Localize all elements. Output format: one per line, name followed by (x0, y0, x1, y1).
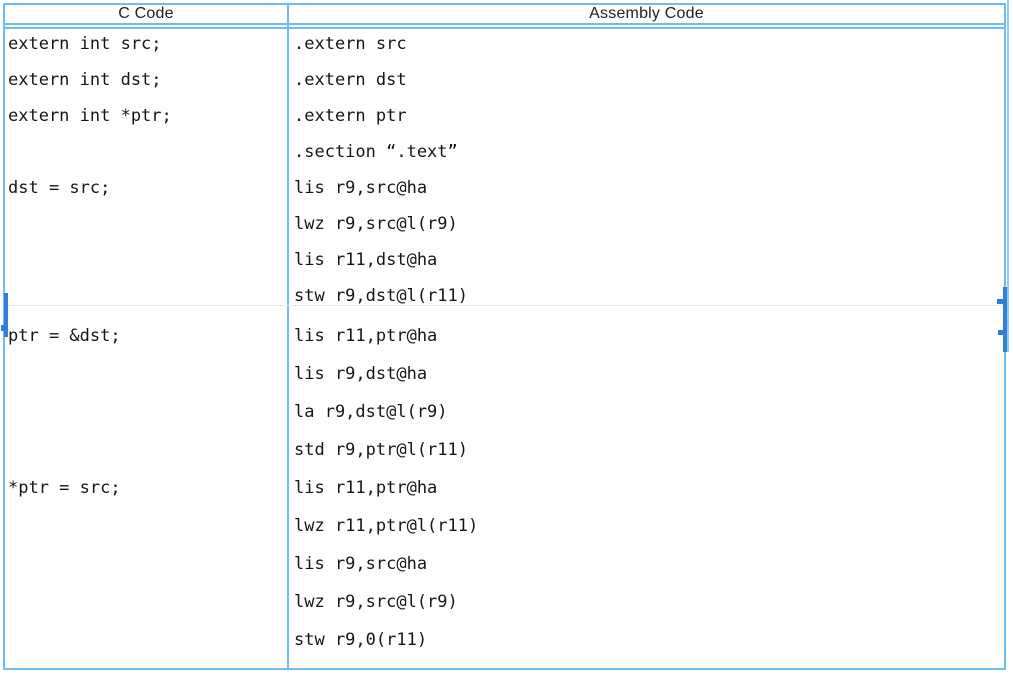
code-line: *ptr = src; (8, 478, 121, 498)
code-line: lis r9,dst@ha (294, 364, 428, 384)
code-line: lwz r9,src@l(r9) (294, 214, 458, 234)
code-line: ptr = &dst; (8, 326, 121, 346)
code-line: lwz r11,ptr@l(r11) (294, 516, 479, 536)
table-header-row: C Code Assembly Code (5, 5, 1004, 25)
cell-c-code-row1[interactable]: extern int src; extern int dst; extern int… (5, 29, 289, 305)
cell-assembly-row2[interactable]: lis r11,ptr@ha lis r9,dst@ha la r9,dst@l(r… (289, 306, 1004, 668)
code-line: std r9,ptr@l(r11) (294, 440, 468, 460)
column-header-assembly-code[interactable]: Assembly Code (289, 5, 1004, 23)
table-row-1: extern int src; extern int dst; extern int… (5, 29, 1004, 306)
row-resize-tick-bottom[interactable] (998, 330, 1004, 335)
code-line: stw r9,dst@l(r11) (294, 286, 468, 305)
code-line: .extern dst (294, 70, 407, 90)
cell-assembly-row1[interactable]: .extern src .extern dst .extern ptr .sectio… (289, 29, 1004, 305)
code-line: extern int *ptr; (8, 106, 172, 126)
code-line (8, 440, 287, 478)
row-border-selection-tick-left[interactable] (1, 325, 4, 331)
code-line: stw r9,0(r11) (294, 630, 428, 650)
code-line (8, 402, 287, 440)
code-line (8, 142, 287, 178)
code-line: lis r9,src@ha (294, 554, 428, 574)
code-line: lis r9,src@ha (294, 178, 428, 198)
code-line: lis r11,ptr@ha (294, 478, 438, 498)
code-line: lwz r9,src@l(r9) (294, 592, 458, 612)
cell-c-code-row2[interactable]: ptr = &dst; *ptr = src; (5, 306, 289, 668)
code-line: extern int src; (8, 34, 162, 54)
code-line: extern int dst; (8, 70, 162, 90)
code-line: la r9,dst@l(r9) (294, 402, 448, 422)
assembly-code-header-label: Assembly Code (589, 5, 704, 22)
c-code-header-label: C Code (118, 5, 174, 22)
row-resize-tick-top[interactable] (997, 299, 1004, 304)
code-line: dst = src; (8, 178, 111, 198)
row-border-selection-handle-left[interactable] (4, 293, 8, 337)
column-header-c-code[interactable]: C Code (5, 5, 289, 23)
code-line: lis r11,ptr@ha (294, 326, 438, 346)
code-line: lis r11,dst@ha (294, 250, 438, 270)
outer-frame-line (1007, 0, 1009, 352)
header-separator-left (5, 25, 289, 27)
code-line: .extern ptr (294, 106, 407, 126)
code-line (8, 364, 287, 402)
header-separator (5, 25, 1004, 29)
code-line: .extern src (294, 34, 407, 54)
header-separator-right (289, 25, 1004, 27)
row-border-selection-handle-right[interactable] (1003, 287, 1007, 352)
code-line: .section “.text” (294, 142, 458, 162)
code-comparison-table: C Code Assembly Code extern int src;exte… (3, 3, 1006, 670)
